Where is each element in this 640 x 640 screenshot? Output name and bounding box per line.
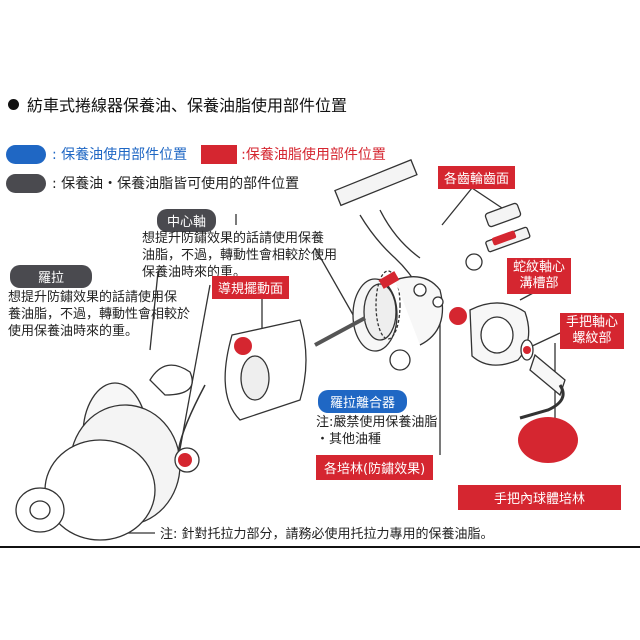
oil-swatch [6, 144, 46, 164]
line-roller-tag: 羅拉 [10, 265, 93, 288]
legend-both: : 保養油・保養油脂皆可使用的部件位置 [6, 173, 299, 193]
legend-oil-label: : 保養油使用部件位置 [52, 147, 188, 163]
bearings-tag: 各培林(防鏽效果) [316, 455, 434, 480]
handle-shaft-tag: 手把軸心 螺紋部 [560, 313, 625, 349]
bullet-icon [8, 99, 19, 110]
legend-grease-label: :保養油脂使用部件位置 [241, 147, 386, 163]
worm-shaft-tag: 蛇紋軸心 溝槽部 [507, 258, 572, 294]
roller-clutch-note: 注:嚴禁使用保養油脂 ・其他油種 [316, 415, 438, 447]
knob-bearing-tag: 手把內球體培林 [458, 485, 622, 510]
center-shaft-tag: 中心軸 [157, 209, 217, 232]
line-roller-note: 想提升防鏽效果的話請使用保 養油脂，不過，轉動性會相較於 使用保養油時來的重。 [8, 290, 191, 339]
center-shaft-note: 想提升防鏽效果的話請使用保養 油脂，不過，轉動性會相較於使用 保養油時來的重。 [142, 231, 338, 280]
bail-slide-tag: 導規擺動面 [212, 276, 290, 299]
legend-oil-grease: : 保養油使用部件位置 :保養油脂使用部件位置 [6, 144, 386, 164]
both-swatch [6, 173, 46, 193]
roller-clutch-tag: 羅拉離合器 [318, 390, 408, 413]
drag-note: 注: 針對托拉力部分，請務必使用托拉力專用的保養油脂。 [160, 527, 494, 542]
page-title: 紡車式捲線器保養油、保養油脂使用部件位置 [8, 92, 347, 116]
legend-both-label: : 保養油・保養油脂皆可使用的部件位置 [52, 176, 300, 192]
grease-swatch [201, 144, 238, 164]
gear-teeth-tag: 各齒輪齒面 [438, 166, 516, 189]
divider [0, 546, 640, 548]
